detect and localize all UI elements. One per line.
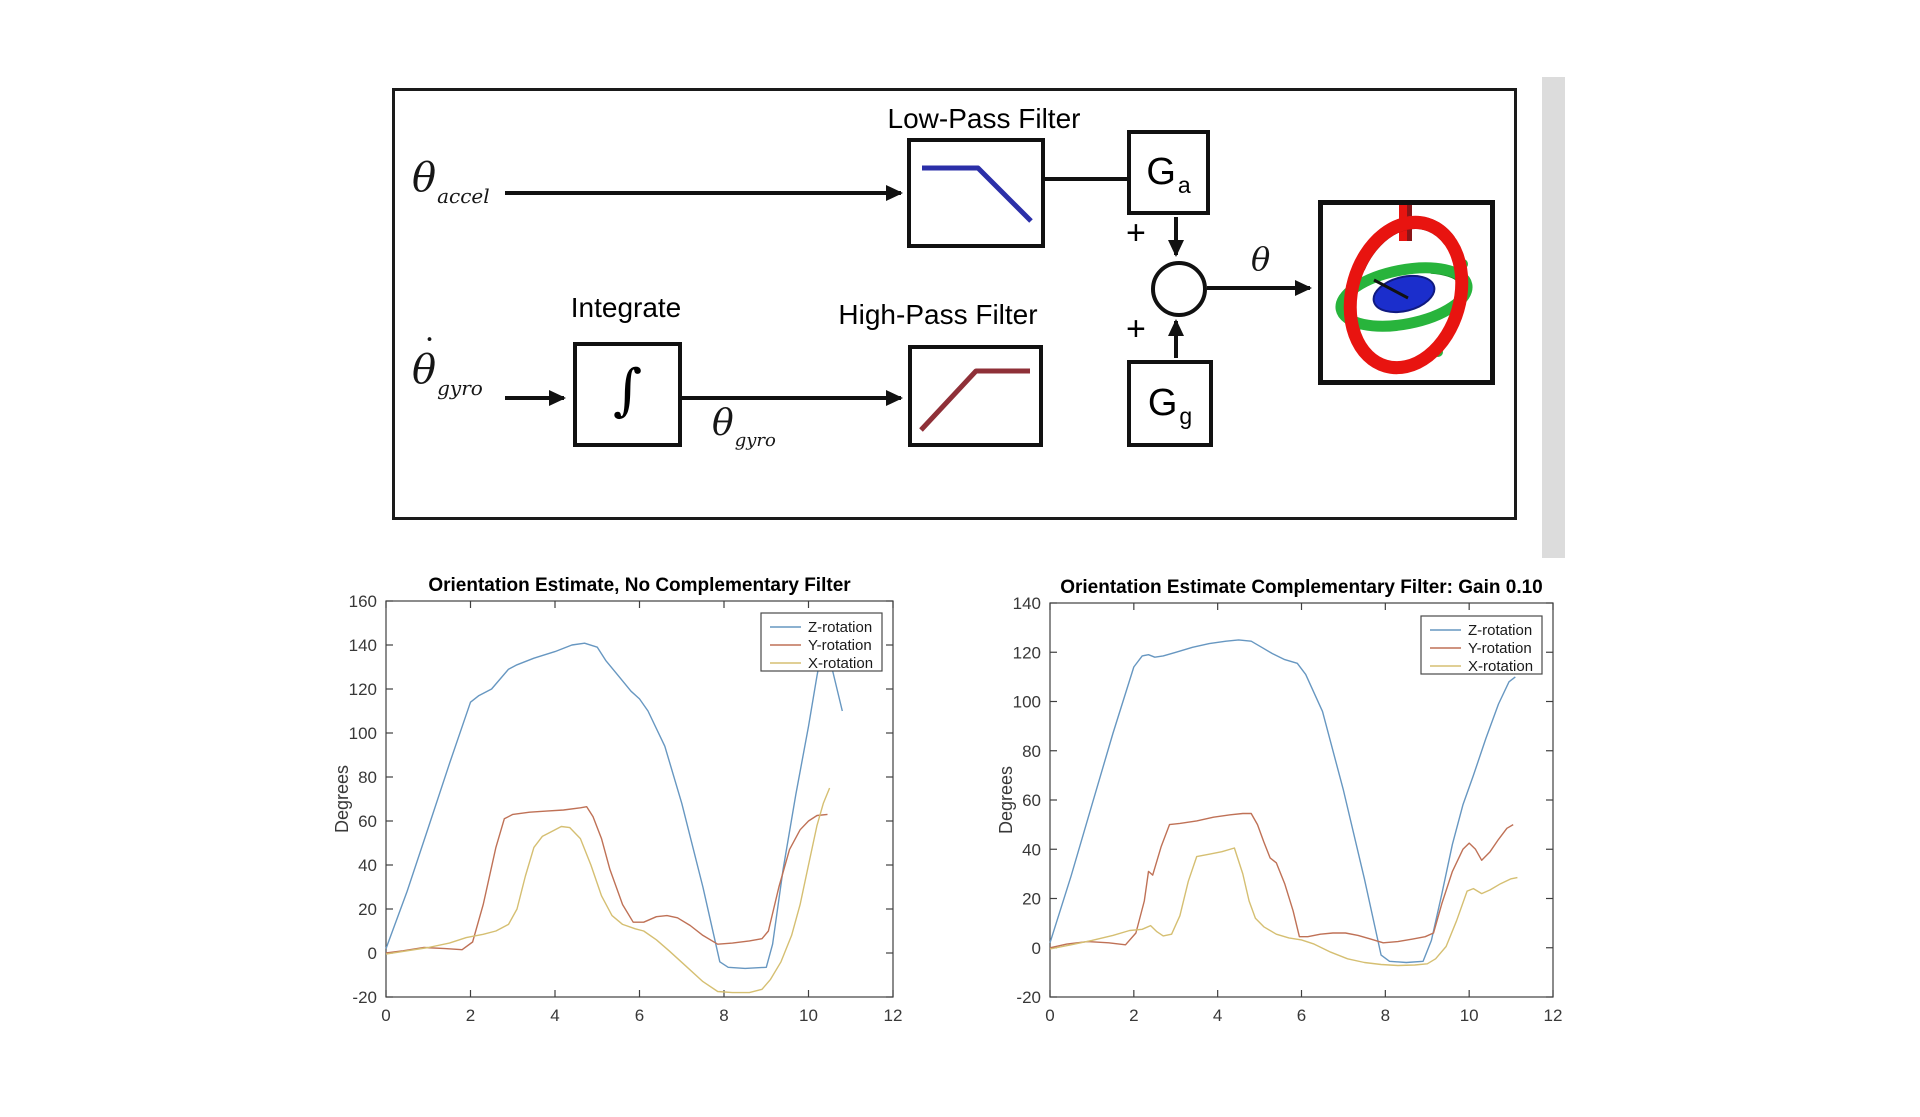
gain-accel-label: G: [1146, 151, 1176, 193]
y-tick-label: 100: [1013, 693, 1041, 712]
sum-plus-top: +: [1126, 214, 1146, 252]
y-tick-label: 20: [1022, 890, 1041, 909]
legend-item-label: Z-rotation: [808, 619, 872, 636]
integral-symbol: ∫: [612, 358, 643, 423]
y-tick-label: -20: [1016, 988, 1041, 1007]
y-tick-label: 80: [1022, 742, 1041, 761]
y-tick-label: 60: [1022, 791, 1041, 810]
x-tick-label: 12: [884, 1006, 903, 1025]
integrate-label: Integrate: [570, 292, 682, 323]
scrollbar-thumb[interactable]: [1542, 77, 1565, 558]
x-tick-label: 12: [1544, 1006, 1563, 1025]
y-axis-label: Degrees: [996, 766, 1016, 834]
theta-accel-label: θaccel: [412, 155, 490, 208]
x-tick-label: 4: [550, 1006, 559, 1025]
integrate-block: ∫: [573, 342, 682, 447]
series-line-Y-rotation: [1049, 812, 1514, 949]
gain-gyro-subscript: g: [1179, 403, 1193, 429]
series-line-Y-rotation: [385, 806, 828, 954]
legend-box: [1420, 615, 1543, 675]
y-tick-label: 0: [368, 944, 377, 963]
y-tick-label: 140: [349, 636, 377, 655]
legend-item-label: X-rotation: [1468, 658, 1533, 675]
y-tick-label: 120: [349, 680, 377, 699]
gain-gyro-label: G: [1147, 382, 1178, 424]
derivative-dot: ˙: [421, 332, 438, 372]
x-tick-label: 6: [1297, 1006, 1306, 1025]
y-tick-label: 0: [1032, 939, 1041, 958]
gain-accel-subscript: a: [1177, 172, 1191, 198]
x-tick-label: 4: [1213, 1006, 1222, 1025]
y-axis-label: Degrees: [332, 765, 352, 833]
y-tick-label: 40: [1022, 840, 1041, 859]
y-tick-label: 140: [1013, 594, 1041, 613]
x-tick-label: 10: [1460, 1006, 1479, 1025]
x-tick-label: 8: [1381, 1006, 1390, 1025]
series-line-Z-rotation: [385, 642, 843, 970]
y-tick-label: 60: [358, 812, 377, 831]
y-tick-label: 100: [349, 724, 377, 743]
legend-item-label: Y-rotation: [1468, 640, 1532, 657]
x-tick-label: 10: [799, 1006, 818, 1025]
series-line-X-rotation: [1049, 847, 1518, 967]
legend-item-label: Y-rotation: [808, 637, 872, 654]
x-tick-label: 0: [1045, 1006, 1054, 1025]
y-tick-label: 120: [1013, 643, 1041, 662]
legend-item-label: Z-rotation: [1468, 622, 1532, 639]
summing-junction: [1151, 261, 1207, 317]
y-tick-label: 20: [358, 900, 377, 919]
y-tick-label: 160: [349, 592, 377, 611]
chart-title: Orientation Estimate Complementary Filte…: [1060, 577, 1543, 598]
y-tick-label: 80: [358, 768, 377, 787]
x-tick-label: 6: [635, 1006, 644, 1025]
chart-title: Orientation Estimate, No Complementary F…: [428, 575, 851, 596]
high-pass-filter-label: High-Pass Filter: [838, 299, 1038, 330]
x-tick-label: 8: [719, 1006, 728, 1025]
y-tick-label: 40: [358, 856, 377, 875]
series-line-X-rotation: [385, 787, 831, 994]
x-tick-label: 2: [1129, 1006, 1138, 1025]
low-pass-filter-label: Low-Pass Filter: [887, 103, 1081, 134]
y-tick-label: -20: [352, 988, 377, 1007]
legend-item-label: X-rotation: [808, 655, 873, 672]
theta-output-label: θ: [1251, 240, 1271, 278]
legend-box: [760, 612, 883, 672]
theta-gyro-intermediate-label: θgyro: [712, 403, 776, 451]
x-tick-label: 2: [466, 1006, 475, 1025]
theta-dot-gyro-label: θ˙gyro: [412, 332, 483, 400]
x-tick-label: 0: [381, 1006, 390, 1025]
series-line-Z-rotation: [1049, 639, 1516, 964]
sum-plus-bottom: +: [1126, 310, 1146, 348]
